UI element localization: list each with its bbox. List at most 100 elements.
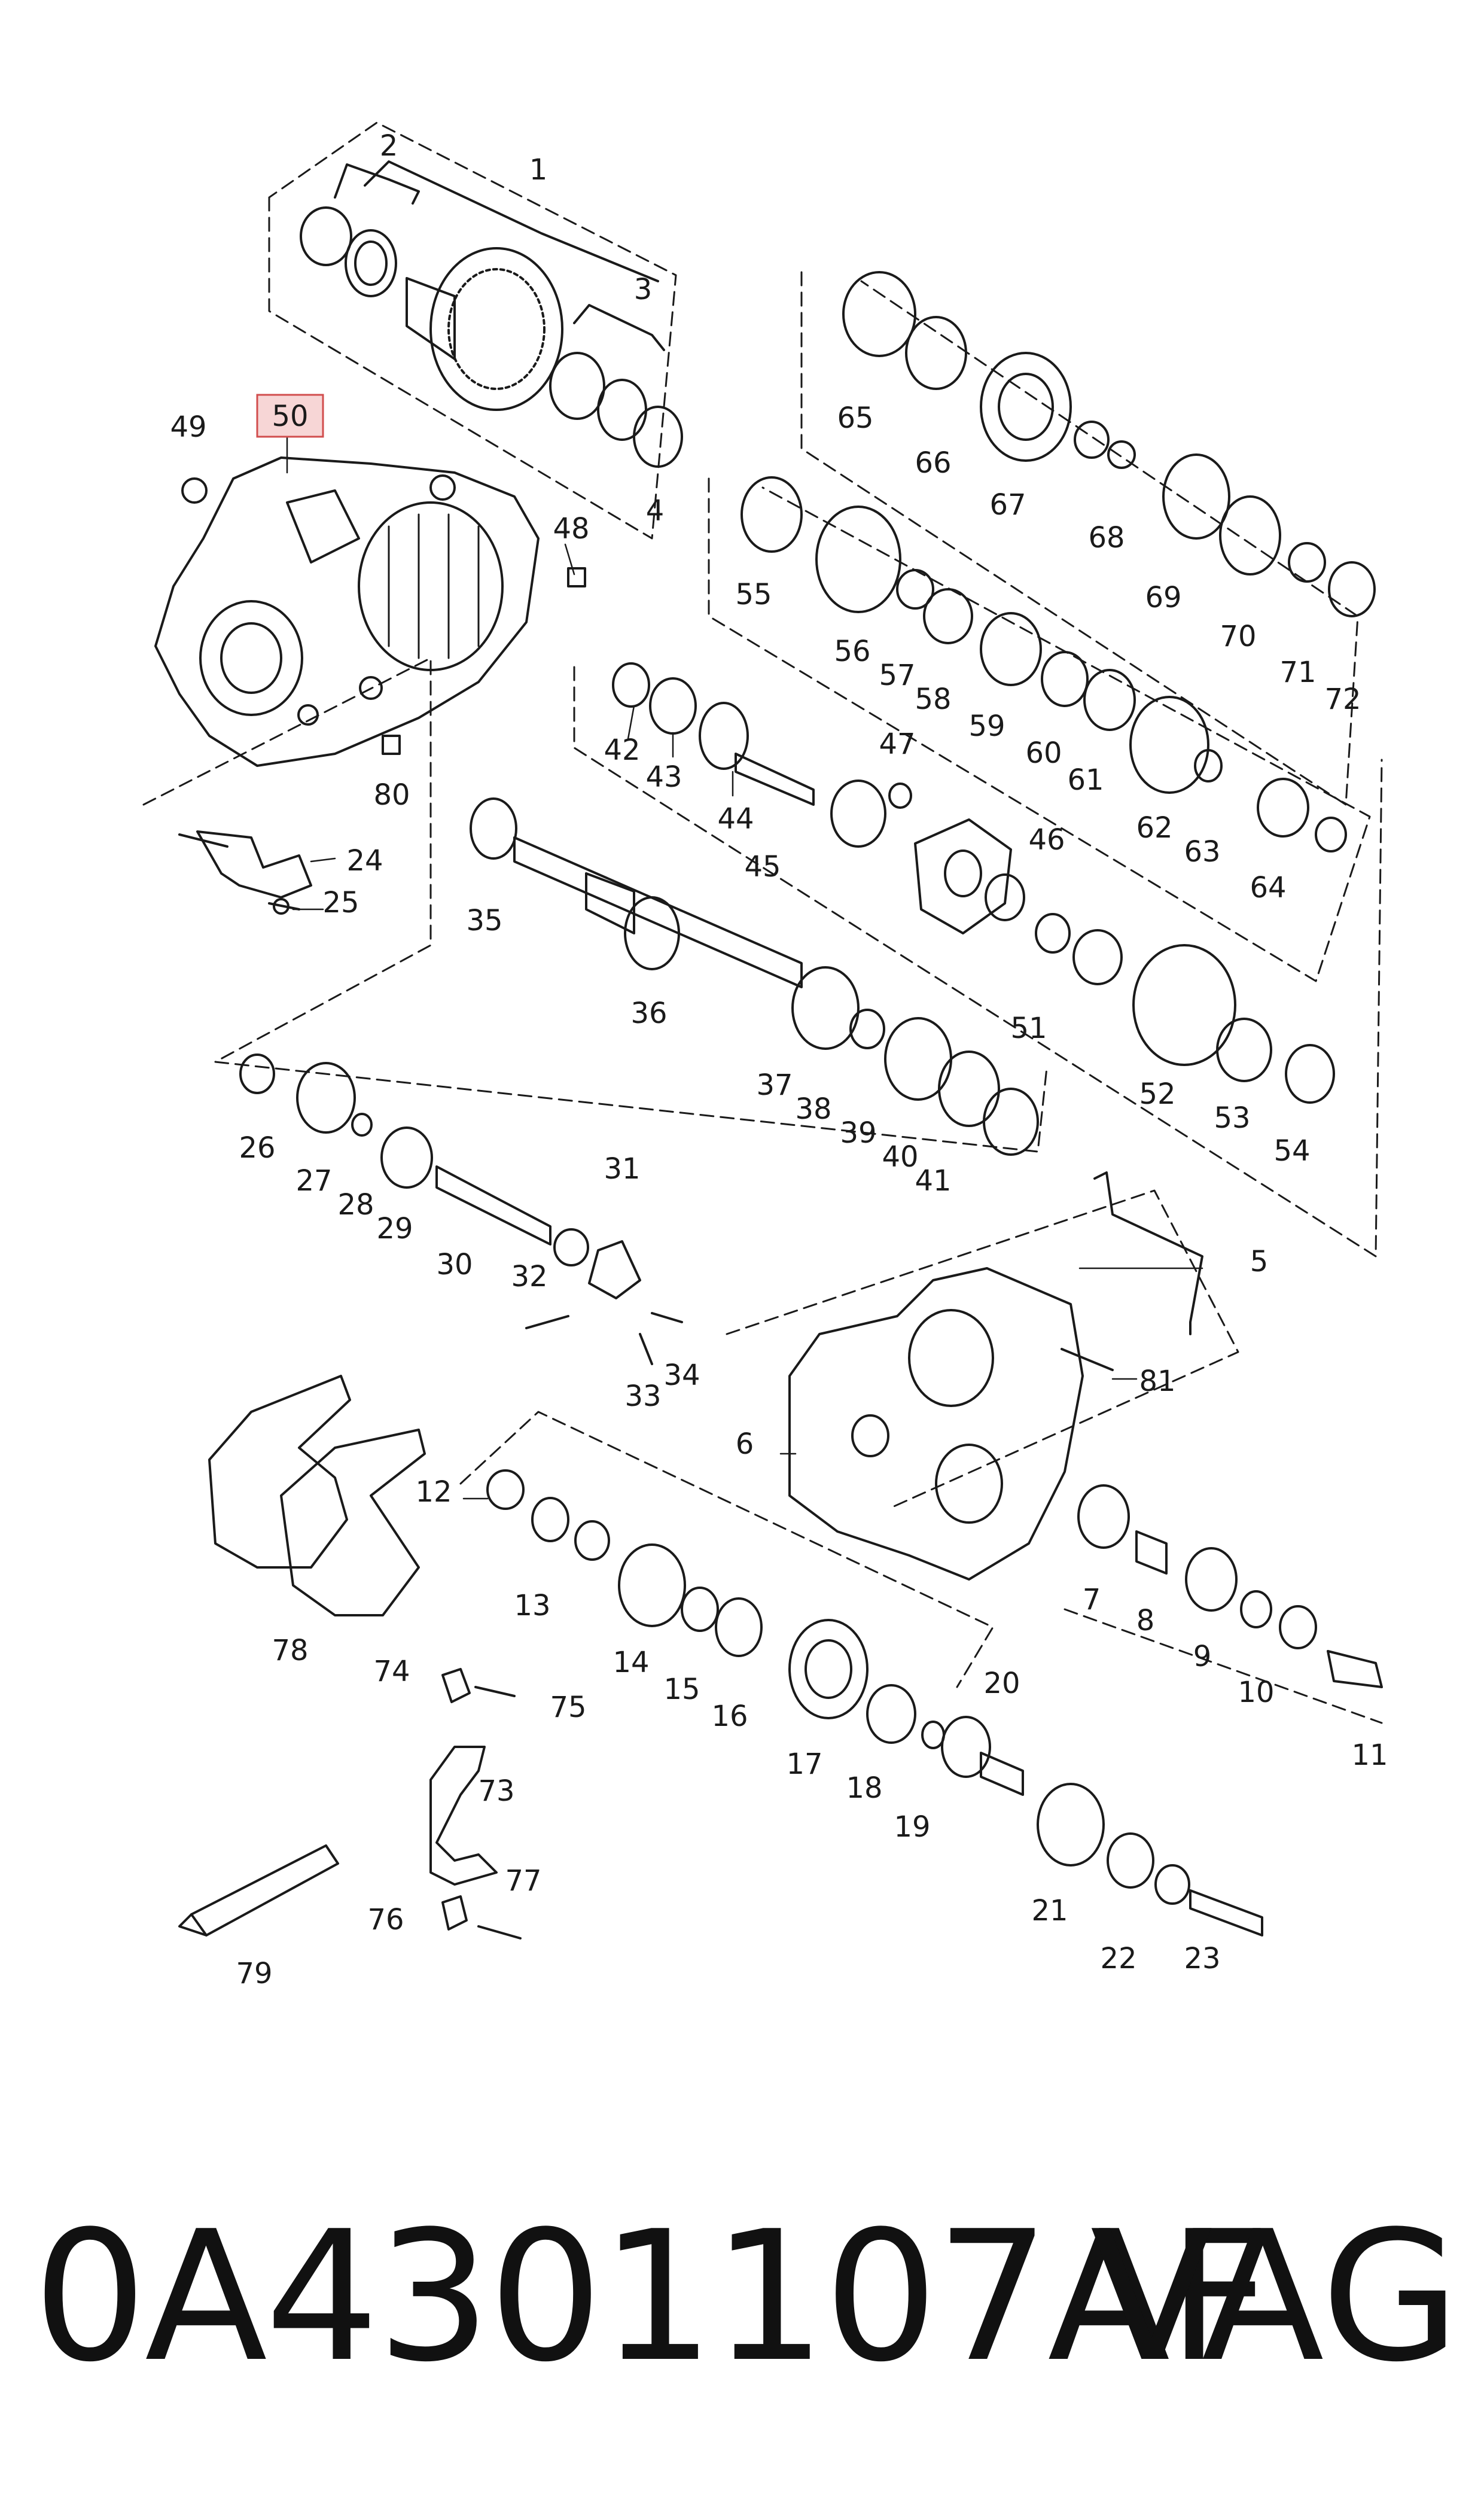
part-number: 0A4301107AF [33,2193,1271,2401]
callout-52[interactable]: 52 [1139,1077,1175,1111]
callout-80[interactable]: 80 [373,778,410,812]
callout-59[interactable]: 59 [968,710,1005,743]
callout-69[interactable]: 69 [1145,581,1181,614]
exploded-parts-diagram: 50 1234567891011121314151617181920212223… [142,121,1388,1990]
callout-1[interactable]: 1 [529,153,548,187]
callout-62[interactable]: 62 [1136,811,1172,845]
shaft-7-11 [1077,1484,1383,1688]
highlight-box [256,394,324,438]
callout-17[interactable]: 17 [786,1747,822,1781]
callout-10[interactable]: 10 [1238,1676,1274,1709]
callout-42[interactable]: 42 [604,733,640,767]
callout-46[interactable]: 46 [1028,823,1065,857]
callout-28[interactable]: 28 [337,1188,374,1222]
callout-8[interactable]: 8 [1136,1604,1155,1637]
callout-38[interactable]: 38 [795,1092,831,1126]
callout-49[interactable]: 49 [170,410,206,444]
callout-74[interactable]: 74 [373,1655,410,1688]
leader-lines [286,430,1203,1500]
callout-61[interactable]: 61 [1067,763,1104,797]
gear-stack-lower [791,873,1335,1156]
shift-forks [208,1375,426,1616]
footer: 0A4301107AF VAG [0,2208,1484,2459]
callout-15[interactable]: 15 [663,1673,700,1706]
callout-16[interactable]: 16 [711,1700,748,1733]
callout-12[interactable]: 12 [415,1475,452,1509]
callout-65[interactable]: 65 [837,401,873,435]
callout-76[interactable]: 76 [367,1903,404,1937]
callout-39[interactable]: 39 [840,1116,876,1150]
callout-63[interactable]: 63 [1184,835,1220,869]
callout-47[interactable]: 47 [879,727,915,761]
callout-58[interactable]: 58 [915,683,951,716]
callout-67[interactable]: 67 [989,488,1026,522]
shaft-12-23 [486,1469,1263,1937]
callout-54[interactable]: 54 [1273,1134,1310,1168]
callout-9[interactable]: 9 [1193,1640,1212,1673]
callout-77[interactable]: 77 [505,1864,541,1898]
highlight-label: 50 [272,400,308,433]
main-transmission-housing [154,456,586,767]
brand-name: VAG [1090,2193,1460,2401]
callout-24[interactable]: 24 [346,844,383,878]
callout-36[interactable]: 36 [630,997,667,1030]
callout-71[interactable]: 71 [1279,656,1316,689]
callout-55[interactable]: 55 [735,578,772,611]
assembly-group-outlines [142,121,1383,1724]
callout-35[interactable]: 35 [466,904,502,937]
gearbox-housing-rear [788,1171,1203,1581]
callout-23[interactable]: 23 [1184,1942,1220,1975]
callout-31[interactable]: 31 [604,1152,640,1186]
callout-19[interactable]: 19 [894,1810,930,1844]
callout-21[interactable]: 21 [1031,1894,1068,1928]
callout-64[interactable]: 64 [1250,871,1286,905]
reverse-shaft-group [239,1054,683,1365]
callout-57[interactable]: 57 [879,659,915,692]
callout-30[interactable]: 30 [436,1248,473,1281]
callout-37[interactable]: 37 [756,1068,793,1102]
callout-5[interactable]: 5 [1250,1245,1269,1278]
callout-81[interactable]: 81 [1139,1365,1175,1398]
callout-6[interactable]: 6 [736,1427,754,1461]
callout-20[interactable]: 20 [983,1667,1020,1700]
callout-3[interactable]: 3 [634,273,653,306]
callout-73[interactable]: 73 [478,1774,514,1808]
callout-32[interactable]: 32 [511,1260,547,1293]
callout-22[interactable]: 22 [1100,1942,1136,1975]
callout-51[interactable]: 51 [1010,1012,1047,1045]
gear-stack-upper [842,271,1376,617]
callout-48[interactable]: 48 [553,512,589,546]
callout-79[interactable]: 79 [236,1957,272,1990]
callout-68[interactable]: 68 [1088,521,1125,555]
callout-78[interactable]: 78 [272,1634,308,1667]
callout-18[interactable]: 18 [846,1771,882,1805]
callout-75[interactable]: 75 [550,1691,586,1724]
callout-27[interactable]: 27 [295,1164,332,1198]
callout-7[interactable]: 7 [1083,1583,1101,1616]
callout-45[interactable]: 45 [744,850,781,884]
callout-60[interactable]: 60 [1025,736,1062,770]
callout-43[interactable]: 43 [645,760,682,794]
callout-26[interactable]: 26 [239,1131,275,1165]
callout-34[interactable]: 34 [663,1359,700,1392]
callout-13[interactable]: 13 [514,1589,550,1622]
bracket-24-25 [178,830,312,915]
callout-11[interactable]: 11 [1351,1738,1388,1772]
callout-14[interactable]: 14 [613,1646,649,1679]
callout-72[interactable]: 72 [1324,683,1361,716]
callout-29[interactable]: 29 [376,1212,413,1246]
highlighted-callout[interactable]: 50 [256,394,324,438]
callout-25[interactable]: 25 [322,886,359,919]
callout-44[interactable]: 44 [717,802,754,836]
callout-66[interactable]: 66 [915,446,951,480]
callout-33[interactable]: 33 [624,1380,661,1413]
callout-2[interactable]: 2 [380,129,398,163]
callout-41[interactable]: 41 [915,1164,951,1198]
callout-4[interactable]: 4 [646,494,665,528]
shift-bracket [429,1668,522,1940]
callout-56[interactable]: 56 [834,635,870,668]
callout-53[interactable]: 53 [1214,1101,1250,1135]
callout-70[interactable]: 70 [1220,620,1256,653]
callout-40[interactable]: 40 [882,1140,918,1174]
